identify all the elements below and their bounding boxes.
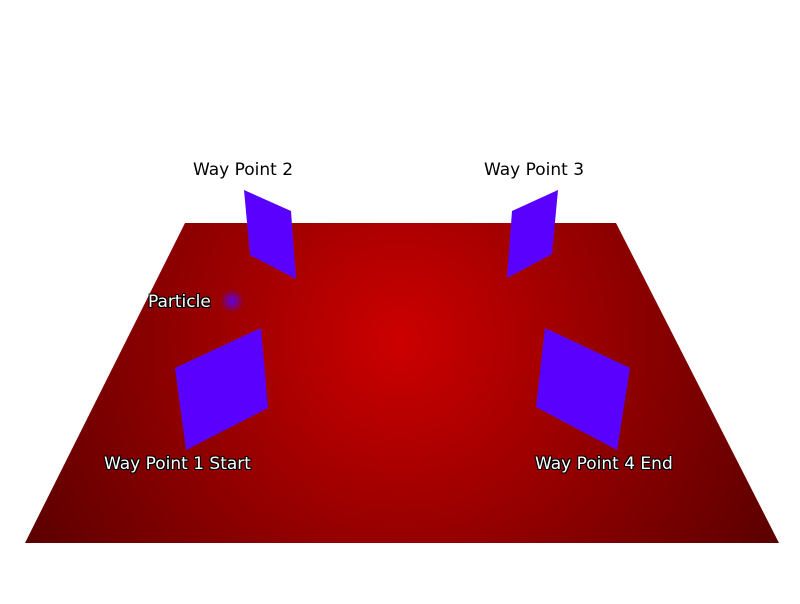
waypoint-1-label: Way Point 1 Start xyxy=(104,454,251,474)
waypoint-4-panel[interactable] xyxy=(536,328,630,450)
waypoint-4-label: Way Point 4 End xyxy=(535,454,673,474)
floor-plane xyxy=(25,223,779,543)
waypoint-3-panel[interactable] xyxy=(507,190,558,278)
waypoint-1-panel[interactable] xyxy=(175,328,268,450)
waypoint-2-label: Way Point 2 xyxy=(193,160,294,180)
waypoint-2-panel[interactable] xyxy=(244,190,296,279)
waypoint-3-label: Way Point 3 xyxy=(484,160,585,180)
particle-sprite[interactable] xyxy=(220,289,244,313)
particle-label: Particle xyxy=(148,292,211,312)
